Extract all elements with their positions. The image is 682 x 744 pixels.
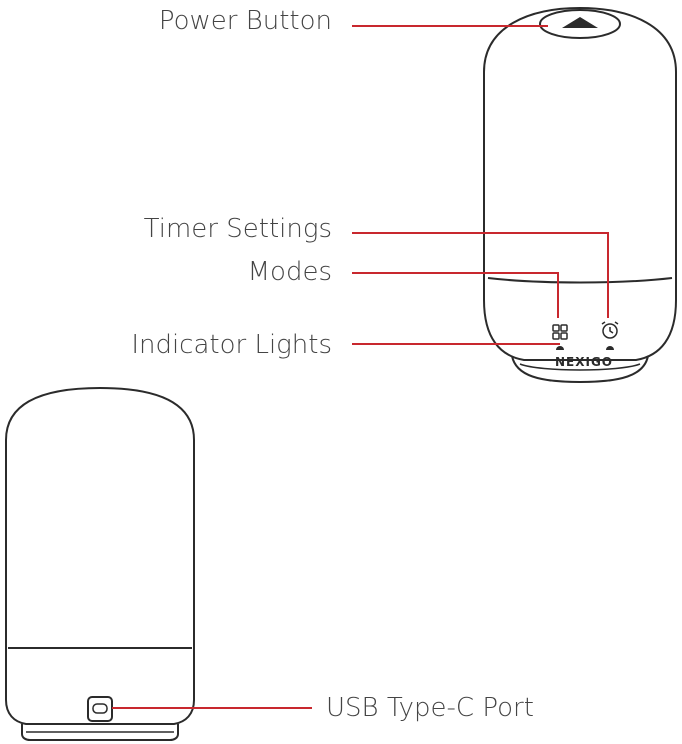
leader-lines [112,25,609,709]
device-front-base-band [487,277,673,284]
device-front-foot [511,355,649,384]
leader-modes [352,272,559,318]
power-button-icon [562,17,598,28]
device-front-view: NEXIGO [483,6,677,384]
device-front-foot-rim [519,363,641,371]
label-usb-port: USB Type-C Port [326,693,534,723]
label-power-button: Power Button [159,6,332,36]
usb-type-c-port[interactable] [87,696,113,722]
device-back-view [5,386,195,741]
timer-indicator-light [606,346,614,350]
timer-icon[interactable] [601,321,619,339]
power-button[interactable] [539,9,621,39]
label-indicator-lights: Indicator Lights [131,330,332,360]
device-back-foot [21,724,179,741]
device-front-body [483,6,677,361]
label-timer-settings: Timer Settings [144,214,332,244]
leader-timer-settings [352,232,609,318]
power-button-ring [539,9,621,39]
label-modes: Modes [248,257,332,287]
brand-logo: NEXIGO [555,355,613,369]
modes-icon[interactable] [552,324,568,340]
modes-indicator-light [556,346,564,350]
callout-labels: Power Button Timer Settings Modes Indica… [131,6,534,723]
device-back-body [5,386,195,725]
